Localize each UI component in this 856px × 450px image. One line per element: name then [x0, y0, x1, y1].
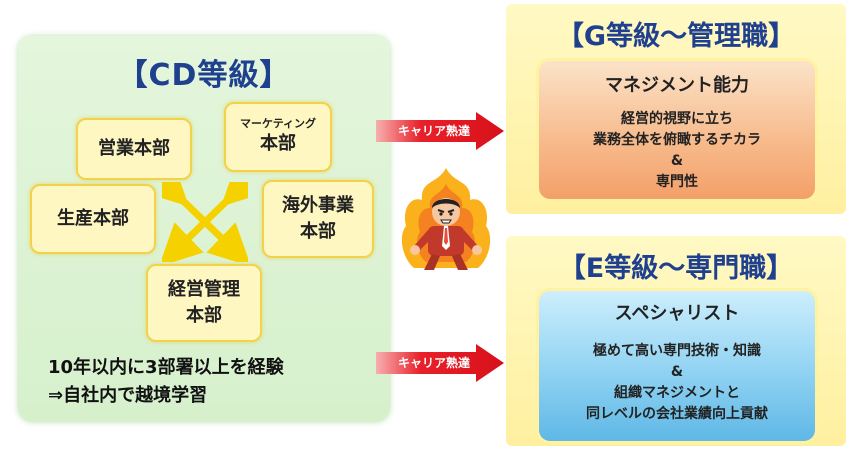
- cd-note: 10年以内に3部署以上を経験 ⇒自社内で越境学習: [48, 354, 284, 410]
- e-skill-title: スペシャリスト: [614, 303, 740, 324]
- e-skill-line1: 極めて高い専門技術・知識: [593, 343, 761, 359]
- e-skill-line2: &: [670, 364, 684, 380]
- cd-note-line1: 10年以内に3部署以上を経験: [48, 357, 284, 378]
- cd-note-line2: ⇒自社内で越境学習: [48, 385, 208, 406]
- dept-sales-label: 営業本部: [98, 138, 170, 159]
- dept-marketing: マーケティング 本部: [224, 102, 332, 172]
- dept-overseas: 海外事業 本部: [262, 180, 374, 258]
- e-skill-line4: 同レベルの会社業績向上貢献: [586, 406, 768, 422]
- dept-marketing-small-label: マーケティング: [239, 117, 317, 130]
- red-arrow-icon: [376, 112, 504, 150]
- red-arrow-icon: [376, 344, 504, 382]
- g-grade-title: 【G等級～管理職】: [556, 21, 796, 52]
- career-arrow-bottom: キャリア熟達: [376, 344, 504, 382]
- e-skill-body: 極めて高い専門技術・知識 & 組織マネジメントと 同レベルの会社業績向上貢献: [539, 341, 815, 425]
- dept-production-label: 生産本部: [57, 208, 129, 229]
- e-skill-line3: 組織マネジメントと: [614, 385, 740, 401]
- dept-management: 経営管理 本部: [146, 264, 262, 342]
- e-grade-title: 【E等級～専門職】: [558, 253, 794, 284]
- g-skill-title: マネジメント能力: [605, 75, 749, 96]
- g-skill-line2: 業務全体を俯瞰するチカラ: [593, 132, 761, 148]
- burning-motivated-businessman-icon: [394, 166, 498, 276]
- yellow-cross-arrows-icon: [162, 182, 248, 262]
- dept-management-line2: 本部: [186, 305, 222, 326]
- dept-production: 生産本部: [30, 184, 156, 254]
- g-grade-skill-box: マネジメント能力 経営的視野に立ち 業務全体を俯瞰するチカラ & 専門性: [536, 58, 818, 202]
- dept-overseas-line1: 海外事業: [282, 195, 354, 216]
- cd-grade-title: 【CD等級】: [117, 58, 291, 93]
- career-arrow-top-label: キャリア熟達: [397, 124, 470, 138]
- career-arrow-top: キャリア熟達: [376, 112, 504, 150]
- dept-overseas-line2: 本部: [300, 221, 336, 242]
- g-skill-line4: 専門性: [656, 174, 698, 190]
- dept-management-line1: 経営管理: [168, 279, 240, 300]
- dept-sales: 営業本部: [76, 118, 192, 180]
- g-grade-panel: 【G等級～管理職】 マネジメント能力 経営的視野に立ち 業務全体を俯瞰するチカラ…: [506, 4, 846, 214]
- e-grade-panel: 【E等級～専門職】 スペシャリスト 極めて高い専門技術・知識 & 組織マネジメン…: [506, 236, 846, 446]
- career-arrow-bottom-label: キャリア熟達: [397, 356, 470, 370]
- e-grade-skill-box: スペシャリスト 極めて高い専門技術・知識 & 組織マネジメントと 同レベルの会社…: [536, 288, 818, 444]
- cd-grade-panel: 【CD等級】 営業本部 マーケティング 本部 生産本部 海外事業 本部 経営管理…: [18, 36, 390, 422]
- g-skill-line1: 経営的視野に立ち: [621, 111, 733, 127]
- g-skill-line3: &: [670, 153, 684, 169]
- dept-marketing-label: 本部: [260, 133, 296, 154]
- g-skill-body: 経営的視野に立ち 業務全体を俯瞰するチカラ & 専門性: [539, 109, 815, 193]
